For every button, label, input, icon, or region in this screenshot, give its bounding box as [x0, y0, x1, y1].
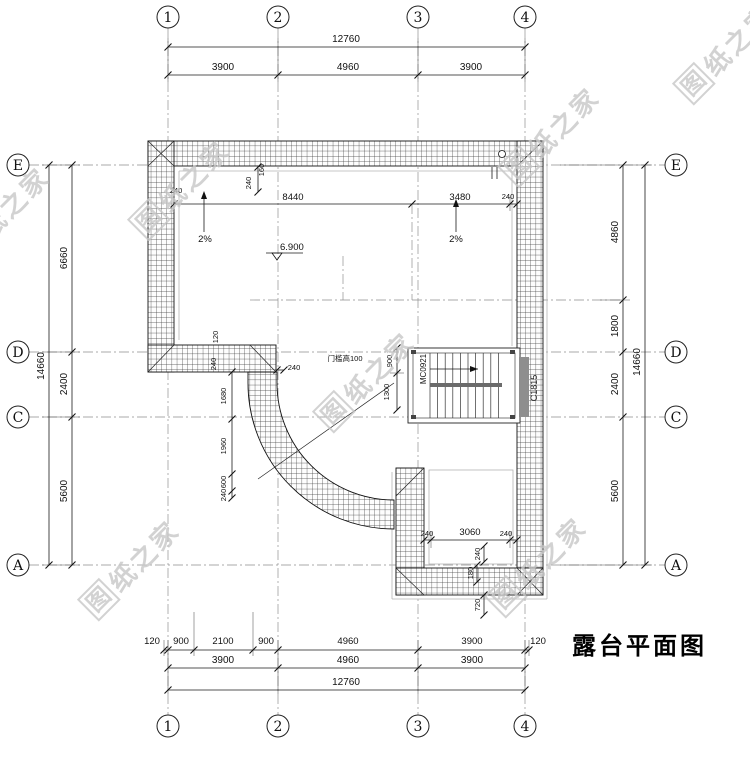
dim-left-overall: 14660: [36, 352, 47, 380]
axis-row-C-left: C: [13, 410, 24, 426]
dim-bot-overall: 12760: [332, 677, 360, 688]
dim-left-seg-3: 5600: [59, 479, 70, 502]
axis-row-A-right: A: [670, 558, 682, 574]
stair-rail: [430, 383, 502, 387]
dim-wing-240r: 240: [500, 529, 513, 538]
axis-bubbles: [6, 5, 688, 738]
axis-col-4-top: 4: [521, 10, 530, 26]
dim-bot-seg-3: 3900: [461, 655, 484, 666]
dim-right-seg-3: 2400: [610, 372, 621, 395]
dim-right-seg-1: 4860: [610, 220, 621, 243]
dim-bot-detail-2: 900: [173, 636, 189, 647]
dim-right-seg-2: 1800: [610, 314, 621, 337]
axis-row-A-left: A: [12, 558, 24, 574]
dim-bot-seg-1: 3900: [212, 655, 235, 666]
axis-col-2-top: 2: [274, 10, 283, 26]
dim-wall-240a: 240: [244, 177, 253, 190]
slope-arrow-right: [453, 199, 459, 207]
dim-inner-240: 240: [502, 192, 515, 201]
dim-wall-160: 160: [257, 164, 266, 177]
grid-lines: [29, 28, 665, 715]
dim-left-seg-1: 6660: [59, 246, 70, 269]
dim-right-overall: 14660: [632, 348, 643, 376]
axis-col-3-top: 3: [414, 10, 423, 26]
dim-stair-1300: 1300: [382, 384, 391, 401]
wall-corner-diagonals: [147, 140, 544, 596]
annotation-texts: 2% 2% 6.900 门槛高100 MC0921 C1815: [198, 234, 539, 401]
dim-wing-v720: 720: [473, 599, 482, 612]
dim-wall-240b: 240: [170, 186, 183, 195]
slope-label-right: 2%: [449, 234, 463, 245]
dim-bot-detail-6: 3900: [461, 636, 482, 647]
witness-lines: [42, 38, 652, 694]
dim-chain-240: 240: [219, 489, 228, 502]
dimension-texts: 12760 3900 4960 3900 120 900 2100 900 49…: [36, 34, 643, 688]
axis-row-E-right: E: [671, 158, 681, 174]
dim-wing-240l: 240: [421, 529, 434, 538]
annotations: [201, 191, 459, 261]
axis-col-1-top: 1: [164, 10, 173, 26]
axis-col-2-bottom: 2: [274, 719, 283, 735]
slope-arrow-left: [201, 191, 207, 199]
dim-step-120: 120: [211, 331, 220, 344]
dim-step-240: 240: [209, 358, 218, 371]
dim-top-seg-2: 4960: [337, 62, 360, 73]
dim-top-seg-1: 3900: [212, 62, 235, 73]
dim-stair-900: 900: [385, 355, 394, 368]
wall-details: [491, 150, 506, 179]
dim-wing-v240: 240: [473, 548, 482, 561]
dim-curve-240: 240: [288, 363, 301, 372]
dim-bot-detail-7: 120: [530, 636, 546, 647]
axis-col-1-bottom: 1: [164, 719, 173, 735]
window-band: [519, 357, 529, 417]
dim-inner-8440: 8440: [282, 192, 303, 203]
window-label: C1815: [529, 375, 539, 402]
axis-row-D-right: D: [670, 345, 681, 361]
dim-bot-detail-5: 4960: [337, 636, 358, 647]
stair-direction-arrow: [470, 366, 478, 372]
drain-hole-icon: [498, 150, 506, 158]
axis-row-C-right: C: [671, 410, 682, 426]
drawing-title: 露台平面图: [572, 633, 707, 660]
dim-chain-600: 600: [219, 476, 228, 489]
dim-wing-v180: 180: [466, 567, 475, 580]
wall-hatch: [147, 140, 544, 596]
axis-col-4-bottom: 4: [521, 719, 530, 735]
dim-bot-seg-2: 4960: [337, 655, 360, 666]
dim-bot-detail-4: 900: [258, 636, 274, 647]
axis-row-E-left: E: [13, 158, 23, 174]
dim-top-seg-3: 3900: [460, 62, 483, 73]
staircase: [407, 347, 529, 424]
dim-chain-1680: 1680: [219, 388, 228, 405]
dim-left-seg-2: 2400: [59, 372, 70, 395]
slope-label-left: 2%: [198, 234, 212, 245]
level-label: 6.900: [280, 242, 304, 253]
dim-inner-3480: 3480: [449, 192, 470, 203]
level-triangle-icon: [271, 252, 283, 261]
dim-bot-detail-1: 120: [144, 636, 160, 647]
axis-labels: 1 2 3 4 1 2 3 4 E D C A E D C A: [12, 10, 682, 735]
threshold-note: 门槛高100: [327, 353, 362, 363]
dim-right-seg-4: 5600: [610, 479, 621, 502]
dimension-ticks: [45, 43, 649, 694]
axis-row-D-left: D: [12, 345, 23, 361]
dim-top-overall: 12760: [332, 34, 360, 45]
dimension-lines: [45, 43, 649, 694]
dim-chain-1960: 1960: [219, 438, 228, 455]
dim-bot-detail-3: 2100: [212, 636, 233, 647]
dim-wing-3060: 3060: [459, 527, 480, 538]
axis-col-3-bottom: 3: [414, 719, 423, 735]
stair-door-label: MC0921: [419, 353, 428, 384]
roof-edge-lines: [178, 139, 548, 600]
